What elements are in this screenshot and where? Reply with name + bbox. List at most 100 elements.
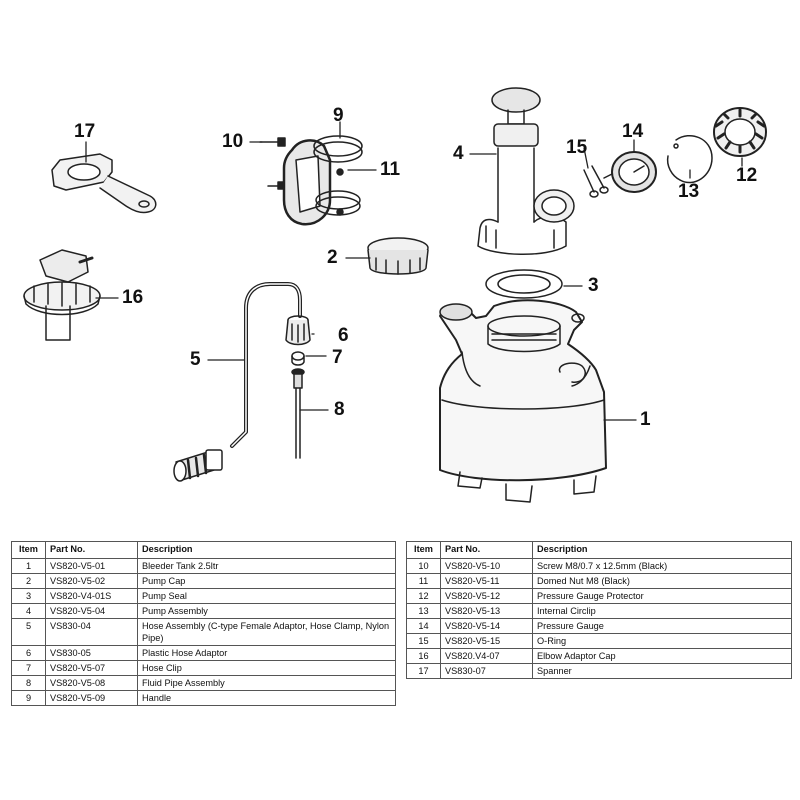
cell-part-no: VS820-V5-12	[440, 588, 533, 604]
cell-part-no: VS820-V5-08	[45, 675, 138, 691]
callout-7: 7	[332, 347, 343, 368]
cell-description: Pressure Gauge Protector	[532, 588, 792, 604]
callout-15: 15	[566, 137, 588, 158]
header-part-no: Part No.	[440, 541, 533, 559]
cell-part-no: VS820-V5-15	[440, 633, 533, 649]
callout-6: 6	[338, 325, 349, 346]
cell-description: Internal Circlip	[532, 603, 792, 619]
cell-item: 8	[11, 675, 46, 691]
callout-16: 16	[122, 287, 144, 308]
cell-item: 1	[11, 558, 46, 574]
cell-description: Hose Clip	[137, 660, 396, 676]
leader-lines	[85, 121, 743, 421]
callout-8: 8	[334, 399, 345, 420]
cell-part-no: VS820-V4-01S	[45, 588, 138, 604]
callout-10: 10	[222, 131, 244, 152]
cell-part-no: VS830-05	[45, 645, 138, 661]
hose-adaptor-part	[285, 315, 311, 346]
cell-description: Domed Nut M8 (Black)	[532, 573, 792, 589]
cell-description: Pump Seal	[137, 588, 396, 604]
cell-item: 3	[11, 588, 46, 604]
cell-item: 10	[406, 558, 441, 574]
gauge-protector-part	[713, 107, 767, 157]
cell-part-no: VS820-V5-11	[440, 573, 533, 589]
cell-description: Pump Assembly	[137, 603, 396, 619]
cell-item: 9	[11, 690, 46, 706]
cell-item: 13	[406, 603, 441, 619]
table-header-row: Item Part No. Description	[11, 541, 396, 559]
cell-part-no: VS830-07	[440, 663, 533, 679]
pressure-gauge-part	[603, 151, 657, 193]
cell-part-no: VS820-V5-02	[45, 573, 138, 589]
callout-11: 11	[380, 159, 401, 180]
header-description: Description	[137, 541, 396, 559]
cell-description: Elbow Adaptor Cap	[532, 648, 792, 664]
cell-part-no: VS820-V5-01	[45, 558, 138, 574]
cell-part-no: VS820-V5-04	[45, 603, 138, 619]
callout-17: 17	[74, 121, 96, 142]
cell-item: 11	[406, 573, 441, 589]
cell-part-no: VS820-V5-09	[45, 690, 138, 706]
cell-item: 5	[11, 618, 46, 646]
cell-item: 7	[11, 660, 46, 676]
cell-item: 4	[11, 603, 46, 619]
pump-cap-part	[367, 237, 429, 275]
cell-description: Screw M8/0.7 x 12.5mm (Black)	[532, 558, 792, 574]
cell-part-no: VS830-04	[45, 618, 138, 646]
header-description: Description	[532, 541, 792, 559]
callout-9: 9	[333, 105, 344, 126]
cell-item: 14	[406, 618, 441, 634]
callout-14: 14	[622, 121, 644, 142]
cell-item: 16	[406, 648, 441, 664]
cell-description: Plastic Hose Adaptor	[137, 645, 396, 661]
callout-2: 2	[327, 247, 338, 268]
cell-item: 15	[406, 633, 441, 649]
cell-description: Hose Assembly (C-type Female Adaptor, Ho…	[137, 618, 396, 646]
header-item: Item	[406, 541, 441, 559]
cell-part-no: VS820.V4-07	[440, 648, 533, 664]
screw-part	[259, 137, 286, 190]
fluid-pipe-part	[291, 368, 305, 459]
cell-part-no: VS820-V5-10	[440, 558, 533, 574]
cell-description: Handle	[137, 690, 396, 706]
handle-part	[282, 135, 363, 226]
hose-clip-part	[291, 351, 305, 366]
cell-description: Spanner	[532, 663, 792, 679]
cell-item: 12	[406, 588, 441, 604]
bleeder-tank-part	[439, 299, 607, 503]
cell-part-no: VS820-V5-07	[45, 660, 138, 676]
cell-description: Pump Cap	[137, 573, 396, 589]
table-header-row: Item Part No. Description	[406, 541, 792, 559]
cell-item: 6	[11, 645, 46, 661]
callout-4: 4	[453, 143, 464, 164]
callout-5: 5	[190, 349, 201, 370]
callout-3: 3	[588, 275, 599, 296]
pump-seal-part	[485, 269, 563, 299]
cell-description: Fluid Pipe Assembly	[137, 675, 396, 691]
o-ring-part	[583, 165, 609, 198]
cell-description: O-Ring	[532, 633, 792, 649]
header-part-no: Part No.	[45, 541, 138, 559]
cell-item: 2	[11, 573, 46, 589]
cell-description: Pressure Gauge	[532, 618, 792, 634]
spanner-part	[51, 153, 157, 214]
